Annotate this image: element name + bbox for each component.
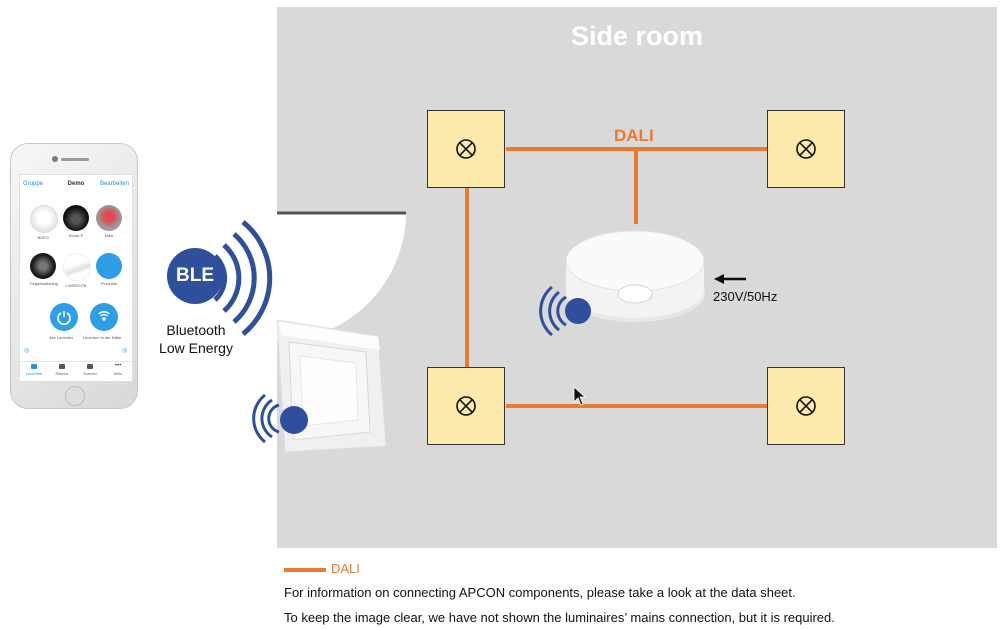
luminaire-top-left (427, 110, 505, 188)
luminaire-thumb-icon (63, 205, 89, 231)
lamp-tab-icon (31, 364, 37, 369)
legend-dali-swatch (284, 568, 326, 572)
left-indicator-icon: ◎ (24, 348, 30, 354)
app-tile[interactable]: LINSES-PB (63, 253, 91, 288)
switch-ble-icon (252, 393, 280, 444)
phone-camera (52, 156, 58, 162)
app-tile[interactable]: BUFO (30, 205, 58, 240)
app-tab-bar: Leuchten Räume Szenen ••• Mehr (20, 361, 132, 382)
phone-speaker (61, 158, 89, 161)
signal-icon (98, 311, 110, 321)
products-icon (96, 253, 122, 279)
room-tab-icon (59, 364, 65, 369)
luminaire-bottom-left (427, 367, 505, 445)
note-mains-connection: To keep the image clear, we have not sho… (284, 610, 835, 625)
mains-voltage-label: 230V/50Hz (713, 289, 778, 304)
legend-dali-label: DALI (331, 561, 360, 576)
ble-waves (213, 220, 273, 336)
all-luminaires-button[interactable] (50, 303, 78, 331)
app-tile[interactable]: Produkte (96, 253, 122, 286)
ble-caption-line1: Bluetooth (166, 322, 226, 338)
tab-more[interactable]: ••• Mehr (113, 363, 123, 376)
ble-badge: BLE (167, 248, 223, 304)
tab-rooms[interactable]: Räume (52, 364, 72, 376)
lamp-symbol-icon (456, 396, 476, 416)
ble-caption-line2: Low Energy (159, 340, 233, 356)
all-luminaires-label: Alle Leuchten (49, 335, 74, 340)
luminaire-thumb-icon (96, 205, 122, 231)
tab-scenes[interactable]: Szenen (80, 364, 100, 376)
app-screen: Gruppe Demo Bearbeiten BUFO Dome-P Maxi … (19, 174, 133, 382)
tab-luminaires[interactable]: Leuchten (24, 364, 44, 376)
side-room-area: Side room (277, 7, 997, 548)
luminaire-thumb-icon (30, 253, 56, 279)
right-indicator-icon: ◎ (122, 348, 128, 354)
app-tile[interactable]: Dome-P (63, 205, 89, 238)
luminaire-thumb-icon (63, 253, 91, 281)
nearby-luminaires-label: Leuchten in der Nähe (83, 335, 122, 340)
app-back-link[interactable]: Gruppe (23, 181, 44, 187)
note-data-sheet: For information on connecting APCON comp… (284, 585, 796, 600)
app-edit-link[interactable]: Bearbeiten (99, 181, 129, 187)
luminaire-bottom-right (767, 367, 845, 445)
app-title: Demo (67, 181, 85, 187)
room-title: Side room (570, 21, 704, 51)
nearby-luminaires-button[interactable] (90, 303, 118, 331)
dali-bus-label: DALI (614, 126, 654, 145)
lamp-symbol-icon (796, 139, 816, 159)
smartphone: Gruppe Demo Bearbeiten BUFO Dome-P Maxi … (10, 143, 138, 409)
app-tile[interactable]: Maxi (96, 205, 122, 238)
luminaire-thumb-icon (30, 205, 58, 233)
app-tile[interactable]: Fingerswitching (30, 253, 58, 286)
more-tab-icon: ••• (115, 363, 122, 369)
ble-caption: Bluetooth Low Energy (150, 321, 242, 357)
scene-tab-icon (87, 364, 93, 369)
luminaire-top-right (767, 110, 845, 188)
power-icon (57, 311, 71, 325)
lamp-symbol-icon (796, 396, 816, 416)
home-button[interactable] (65, 386, 85, 406)
lamp-symbol-icon (456, 139, 476, 159)
